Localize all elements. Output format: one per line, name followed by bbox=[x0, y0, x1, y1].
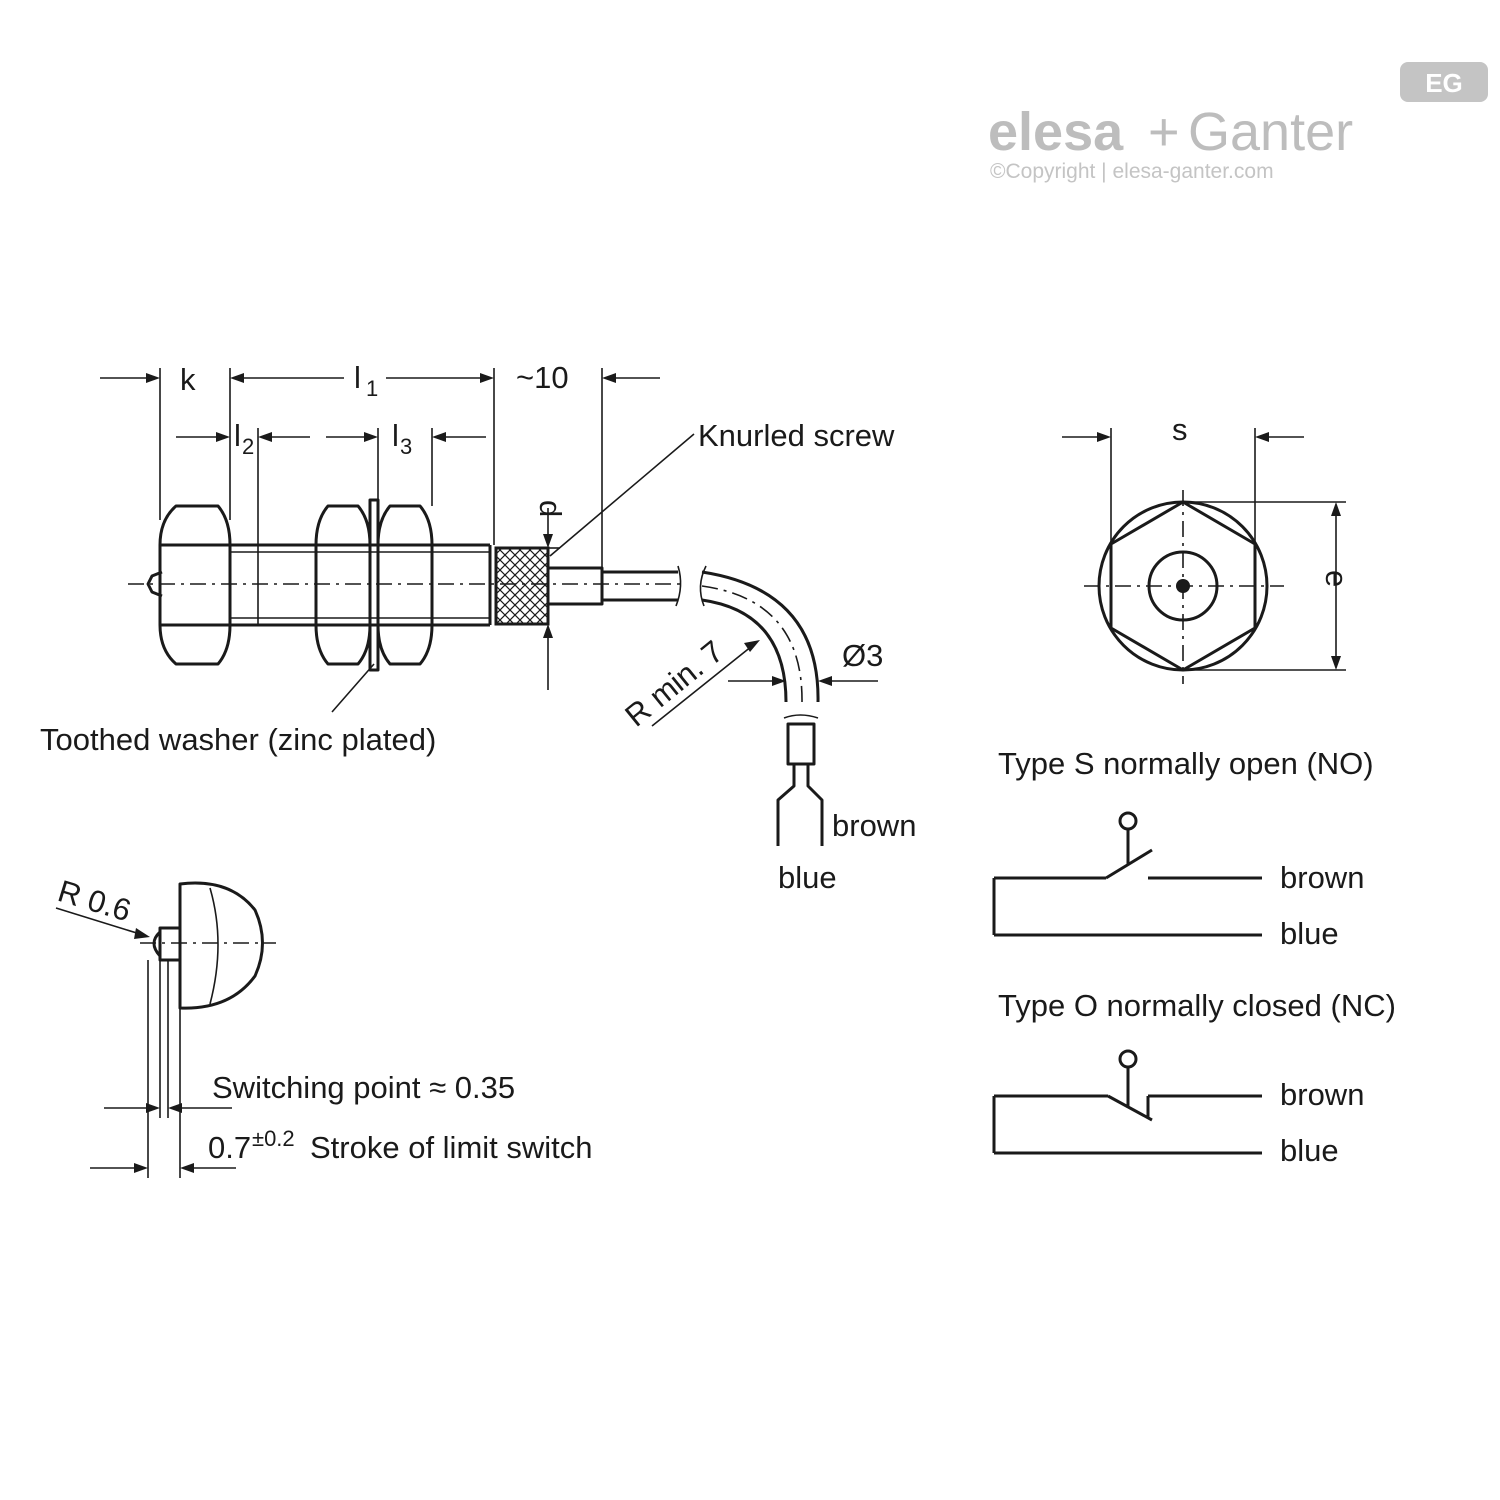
dim-l3-label: l bbox=[392, 418, 399, 453]
brand-name-ganter: Ganter bbox=[1188, 102, 1353, 162]
cable-break-left bbox=[675, 565, 682, 607]
dim-dia-arrowhead-left bbox=[772, 676, 786, 686]
type-o-blue-label: blue bbox=[1280, 1133, 1339, 1168]
dim-e-arrowhead-bottom bbox=[1331, 656, 1341, 670]
knurled-screw bbox=[494, 546, 550, 626]
end-view: s e bbox=[1062, 412, 1354, 684]
dim-l1-sub: 1 bbox=[366, 376, 378, 401]
head-hex bbox=[158, 504, 232, 666]
detail-plunger-tip bbox=[152, 930, 162, 958]
bend-radius-label: R min. 7 bbox=[618, 634, 730, 734]
dim-d-arrowhead-top bbox=[543, 534, 553, 548]
cable-break-right bbox=[699, 565, 707, 607]
dim-k-arrowhead-right bbox=[230, 373, 244, 383]
type-o-title: Type O normally closed (NC) bbox=[998, 988, 1396, 1023]
brand-name-elesa: elesa bbox=[988, 102, 1124, 162]
lock-nut-1 bbox=[314, 504, 372, 666]
dim-l1-arrowhead-right bbox=[480, 373, 494, 383]
wire-brown bbox=[806, 764, 824, 846]
end-view-inner-circle bbox=[1147, 550, 1219, 622]
detail-plunger-body bbox=[158, 926, 182, 962]
dim-dia-arrowhead-right bbox=[818, 676, 832, 686]
end-view-plunger bbox=[1176, 579, 1190, 593]
dim-stroke-arrowhead-right bbox=[180, 1163, 194, 1173]
brand-logo: EG elesa + Ganter ©Copyright | elesa-gan… bbox=[988, 62, 1488, 183]
dim-l2-label: l bbox=[234, 418, 241, 453]
bent-cable-outer bbox=[701, 570, 820, 703]
type-o-actuator-ball bbox=[1118, 1049, 1138, 1069]
dim-l1-label: l bbox=[354, 360, 361, 395]
circuit-type-s: Type S normally open (NO) brown blue bbox=[992, 746, 1374, 951]
type-s-brown-label: brown bbox=[1280, 860, 1364, 895]
dim-e-label: e bbox=[1319, 570, 1354, 587]
dim-l3-arrowhead-right bbox=[432, 432, 446, 442]
brand-plus: + bbox=[1148, 102, 1180, 162]
dim-s-label: s bbox=[1172, 412, 1188, 447]
dim-stroke-arrowhead-left bbox=[134, 1163, 148, 1173]
bend-radius-arrowhead bbox=[744, 640, 760, 652]
detail-dome-inner bbox=[209, 887, 219, 1005]
type-s-contact-open bbox=[1105, 848, 1153, 880]
knurled-screw-label: Knurled screw bbox=[698, 418, 895, 453]
tip-radius-arrowhead bbox=[134, 928, 150, 939]
dim-l2-arrowhead-right bbox=[258, 432, 272, 442]
bent-cable-inner bbox=[701, 598, 788, 703]
dim-l3-sub: 3 bbox=[400, 434, 412, 459]
knurled-screw-leader bbox=[549, 433, 695, 557]
dim-s-arrowhead-right bbox=[1255, 432, 1269, 442]
dim-switching-arrowhead-right bbox=[168, 1103, 182, 1113]
circuit-type-o: Type O normally closed (NC) brown blue bbox=[992, 988, 1396, 1168]
dim-10-arrowhead bbox=[602, 373, 616, 383]
dim-l2-sub: 2 bbox=[242, 434, 254, 459]
cable-brown-label: brown bbox=[832, 808, 916, 843]
tip-radius-leader bbox=[55, 907, 141, 935]
stroke-value: 0.7 bbox=[208, 1130, 251, 1165]
dim-d-label: d bbox=[533, 500, 568, 517]
side-view: k l 1 ~10 l 2 l 3 d bbox=[40, 360, 916, 895]
eg-badge-text: EG bbox=[1425, 68, 1463, 98]
cable-blue-label: blue bbox=[778, 860, 837, 895]
eg-badge bbox=[1400, 62, 1488, 102]
dim-e-arrowhead-top bbox=[1331, 502, 1341, 516]
plunger-detail: R 0.6 Switching point ≈ 0.35 0.7 ±0.2 St… bbox=[54, 873, 593, 1178]
detail-dome bbox=[178, 881, 264, 1010]
type-o-contact-closed bbox=[1107, 1094, 1153, 1122]
dim-d-arrowhead-bottom bbox=[543, 624, 553, 638]
dim-switching-arrowhead-left bbox=[146, 1103, 160, 1113]
copyright-text: ©Copyright | elesa-ganter.com bbox=[990, 160, 1274, 183]
switching-point-label: Switching point ≈ 0.35 bbox=[212, 1070, 515, 1105]
cable-sleeve bbox=[546, 566, 604, 606]
dim-s-arrowhead-left bbox=[1097, 432, 1111, 442]
toothed-washer-label: Toothed washer (zinc plated) bbox=[40, 722, 436, 757]
stroke-text: Stroke of limit switch bbox=[310, 1130, 593, 1165]
cable-end-break bbox=[783, 714, 819, 719]
dim-k-arrowhead-left bbox=[146, 373, 160, 383]
plunger-tip bbox=[146, 570, 163, 598]
wire-blue bbox=[776, 764, 796, 846]
type-o-brown-label: brown bbox=[1280, 1077, 1364, 1112]
toothed-washer-leader bbox=[331, 663, 375, 713]
bend-radius-leader bbox=[651, 645, 753, 727]
lock-nut-2 bbox=[376, 504, 434, 666]
dim-l2-arrowhead-left bbox=[216, 432, 230, 442]
dim-l3-arrowhead-left bbox=[364, 432, 378, 442]
dim-dia-label: Ø3 bbox=[842, 638, 883, 673]
cable-end-jacket bbox=[786, 722, 816, 766]
type-s-title: Type S normally open (NO) bbox=[998, 746, 1374, 781]
type-s-blue-label: blue bbox=[1280, 916, 1339, 951]
type-s-actuator-ball bbox=[1118, 811, 1138, 831]
dim-k-label: k bbox=[180, 362, 196, 397]
stroke-tolerance: ±0.2 bbox=[252, 1126, 295, 1151]
dim-10-label: ~10 bbox=[516, 360, 569, 395]
bent-cable-centerline bbox=[701, 585, 803, 703]
